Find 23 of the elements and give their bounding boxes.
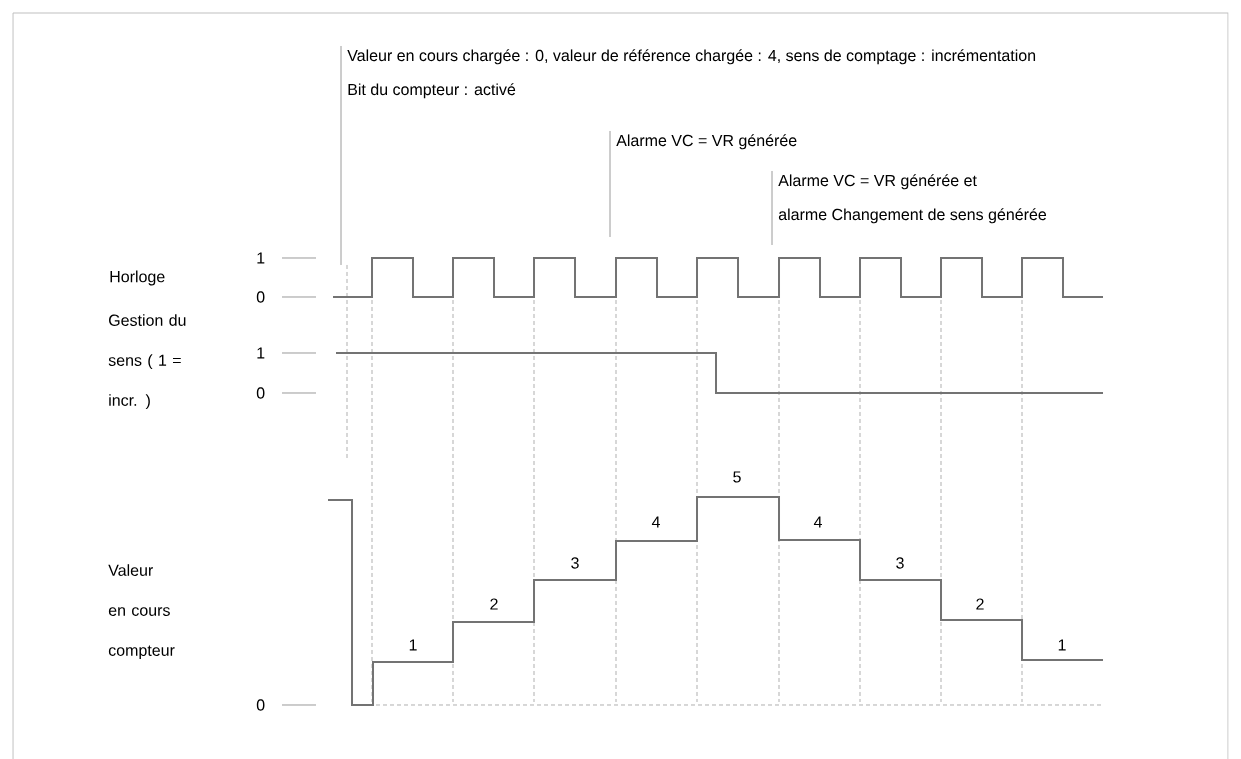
count-value: 2 bbox=[490, 598, 498, 610]
count-value: 1 bbox=[1058, 639, 1066, 651]
level-label: 0 bbox=[256, 387, 265, 399]
leader-line bbox=[340, 45, 342, 266]
leader-line bbox=[771, 170, 773, 246]
annotation-text: Alarme VC = VR générée et alarme Changement de sens générée bbox=[778, 174, 1047, 224]
level-label: 1 bbox=[257, 252, 265, 264]
count-value: 4 bbox=[813, 516, 822, 528]
count-value: 1 bbox=[409, 639, 417, 651]
count-value: 4 bbox=[651, 516, 660, 528]
count-value: 2 bbox=[976, 598, 984, 610]
axis-label: Horloge bbox=[110, 270, 165, 286]
annotation-text: Alarme VC = VR générée bbox=[616, 134, 797, 150]
level-label: 0 bbox=[256, 291, 265, 303]
level-label: 1 bbox=[257, 347, 265, 359]
level-label: 0 bbox=[256, 699, 265, 711]
count-value: 5 bbox=[733, 471, 741, 483]
annotation-text: Valeur en cours chargée : 0, valeur de référence chargée : 4, sens de comptage : incrémentation Bit du compteur : activé bbox=[347, 49, 1036, 99]
axis-label: Gestion du sens ( 1 = incr. ) bbox=[108, 314, 186, 410]
axis-label: Valeur en cours compteur bbox=[108, 564, 175, 660]
count-value: 3 bbox=[571, 557, 579, 569]
leader-line bbox=[609, 130, 611, 238]
count-value: 3 bbox=[896, 557, 904, 569]
